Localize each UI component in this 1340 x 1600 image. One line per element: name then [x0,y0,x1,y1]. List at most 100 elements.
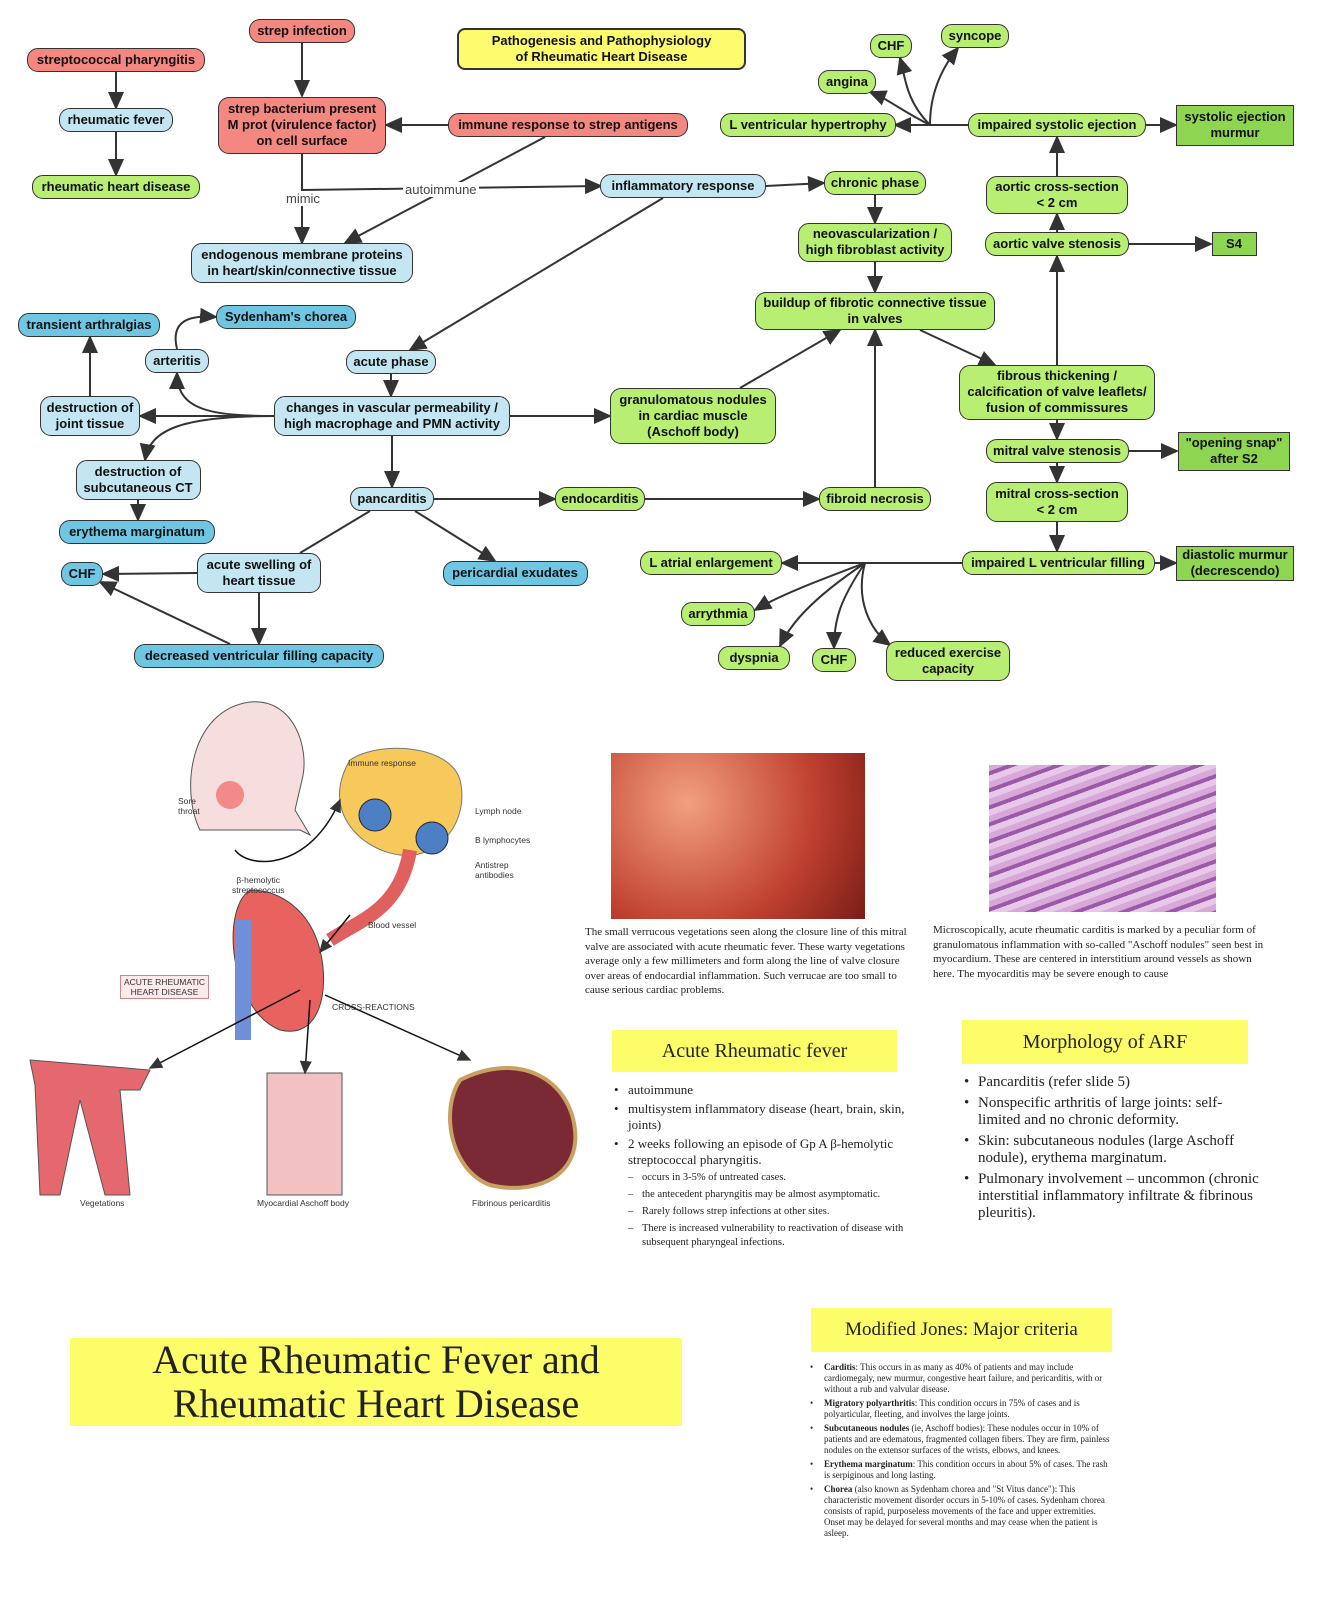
edge-curve [826,562,866,650]
node-dyspnia: dyspnia [718,646,790,670]
pathogenesis-illustration: Sore throat Immune response Lymph node B… [20,690,590,1220]
edge-arrow [919,329,997,366]
morph-item: Nonspecific arthritis of large joints: s… [962,1095,1262,1129]
node-buildup: buildup of fibrotic connective tissue in… [755,292,995,330]
node-strep-infection: strep infection [249,19,355,43]
arf-item: 2 weeks following an episode of Gp A β-h… [612,1136,912,1168]
label-sore-throat: Sore throat [178,796,200,816]
edge-curve [174,307,218,350]
node-swelling: acute swelling of heart tissue [197,553,321,593]
node-mitral-stenosis: mitral valve stenosis [985,439,1129,463]
node-impaired-systolic: impaired systolic ejection [968,113,1146,137]
node-endogenous: endogenous membrane proteins in heart/sk… [191,243,413,283]
micrograph-photo [989,765,1216,912]
node-chf-left: CHF [61,562,103,586]
edge-curve [779,562,866,648]
node-impaired-filling: impaired L ventricular filling [961,551,1155,575]
node-joint: destruction of joint tissue [40,396,140,436]
node-rhd: rheumatic heart disease [32,175,200,199]
node-chf-bottom: CHF [812,648,856,672]
arf-list: autoimmunemultisystem inflammatory disea… [612,1082,912,1253]
node-acute-phase: acute phase [346,350,436,374]
node-angina: angina [818,70,876,94]
arf-item: Rarely follows strep infections at other… [612,1205,912,1219]
arf-item: There is increased vulnerability to reac… [612,1222,912,1250]
node-fibroid: fibroid necrosis [819,487,931,511]
concept-map: Pathogenesis and Pathophysiology of Rheu… [0,0,1340,700]
morph-item: Pancarditis (refer slide 5) [962,1074,1262,1091]
morph-item: Skin: subcutaneous nodules (large Aschof… [962,1133,1262,1167]
node-granulomatous: granulomatous nodules in cardiac muscle … [610,388,776,444]
label-b-lymphocytes: B lymphocytes [475,835,531,845]
node-arrythmia: arrythmia [681,602,755,626]
edge-curve [139,415,276,462]
jones-item-term: Erythema marginatum [824,1459,913,1469]
diagram-title: Pathogenesis and Pathophysiology of Rheu… [457,28,746,70]
jones-item-text: : This occurs in as many as 40% of patie… [824,1362,1103,1394]
morph-slide-title: Morphology of ARF [962,1020,1248,1064]
node-immune-response: immune response to strep antigens [448,113,688,137]
edge-arrow [98,581,231,645]
jones-item-text: (also known as Sydenham chorea and "St V… [824,1484,1105,1538]
jones-item: Chorea (also known as Sydenham chorea an… [808,1484,1113,1539]
node-strep-bacterium: strep bacterium present M prot (virulenc… [218,96,386,154]
valve-caption: The small verrucous vegetations seen alo… [585,926,907,996]
edge-label-mimic: mimic [284,191,322,206]
label-antibodies: Antistrep antibodies [475,860,514,880]
edge-arrow [299,510,371,554]
node-chronic: chronic phase [824,171,926,195]
node-mitral-cross: mitral cross-section < 2 cm [986,482,1128,522]
jones-item: Carditis: This occurs in as many as 40% … [808,1362,1113,1395]
node-pancarditis: pancarditis [350,487,434,511]
node-diastolic-murmur: diastolic murmur (decrescendo) [1176,545,1294,581]
edge-arrow [414,510,497,563]
morph-list: Pancarditis (refer slide 5) Nonspecific a… [962,1074,1262,1226]
node-arteritis: arteritis [145,349,209,373]
node-aortic-cross: aortic cross-section < 2 cm [986,176,1128,214]
edge-label-autoimmune: autoimmune [403,182,479,197]
jones-item-term: Migratory polyarthritis [824,1398,915,1408]
node-endocarditis: endocarditis [555,487,645,511]
node-systolic-murmur: systolic ejection murmur [1176,104,1294,146]
label-aschoff: Myocardial Aschoff body [257,1198,349,1208]
label-pericarditis: Fibrinous pericarditis [472,1198,551,1208]
node-arthralgias: transient arthralgias [18,313,160,337]
concept-map-edges [82,43,1213,650]
edge-curve [169,371,276,417]
mitral-valve-photo [611,753,865,919]
edge-arrow [739,328,842,389]
arf-item: multisystem inflammatory disease (heart,… [612,1101,912,1133]
label-blood-vessel: Blood vessel [368,920,417,930]
jones-item-text: : This condition occurs in 75% of cases … [824,1398,1080,1419]
edge-curve [753,562,866,612]
node-vascular: changes in vascular permeability / high … [274,396,510,436]
node-exercise: reduced exercise capacity [886,641,1010,681]
label-immune-response: Immune response [348,758,417,768]
node-erythema: erythema marginatum [59,520,215,544]
node-s4: S4 [1211,232,1257,256]
node-opening-snap: "opening snap" after S2 [1178,431,1290,471]
edge-arrow [408,197,664,352]
node-la-enlarge: L atrial enlargement [640,551,782,575]
jones-item-term: Subcutaneous nodules [824,1423,910,1433]
node-rheumatic-fever: rheumatic fever [59,108,173,132]
node-lvh: L ventricular hypertrophy [720,113,896,137]
node-sydenham: Sydenham's chorea [216,305,356,329]
edge-curve [860,562,892,647]
node-subcut: destruction of subcutaneous CT [75,460,201,500]
arf-slide-title: Acute Rheumatic fever [612,1030,897,1072]
label-lymph-node: Lymph node [475,806,522,816]
node-chf-top: CHF [870,34,912,58]
jones-item-term: Carditis [824,1362,856,1372]
jones-list: Carditis: This occurs in as many as 40% … [808,1362,1113,1542]
morph-item: Pulmonary involvement – uncommon (chroni… [962,1171,1262,1222]
node-decreased: decreased ventricular filling capacity [134,644,384,668]
jones-item-text: (ie, Aschoff bodies): These nodules occu… [824,1423,1110,1455]
edge-curve [896,56,931,126]
jones-item: Migratory polyarthritis: This condition … [808,1398,1113,1420]
edge-arrow [101,565,198,582]
label-cross-reactions: CROSS-REACTIONS [332,1002,415,1012]
edge-curve [929,46,960,126]
label-ard: ACUTE RHEUMATIC HEART DISEASE [120,975,210,999]
node-inflammatory: inflammatory response [600,174,766,198]
